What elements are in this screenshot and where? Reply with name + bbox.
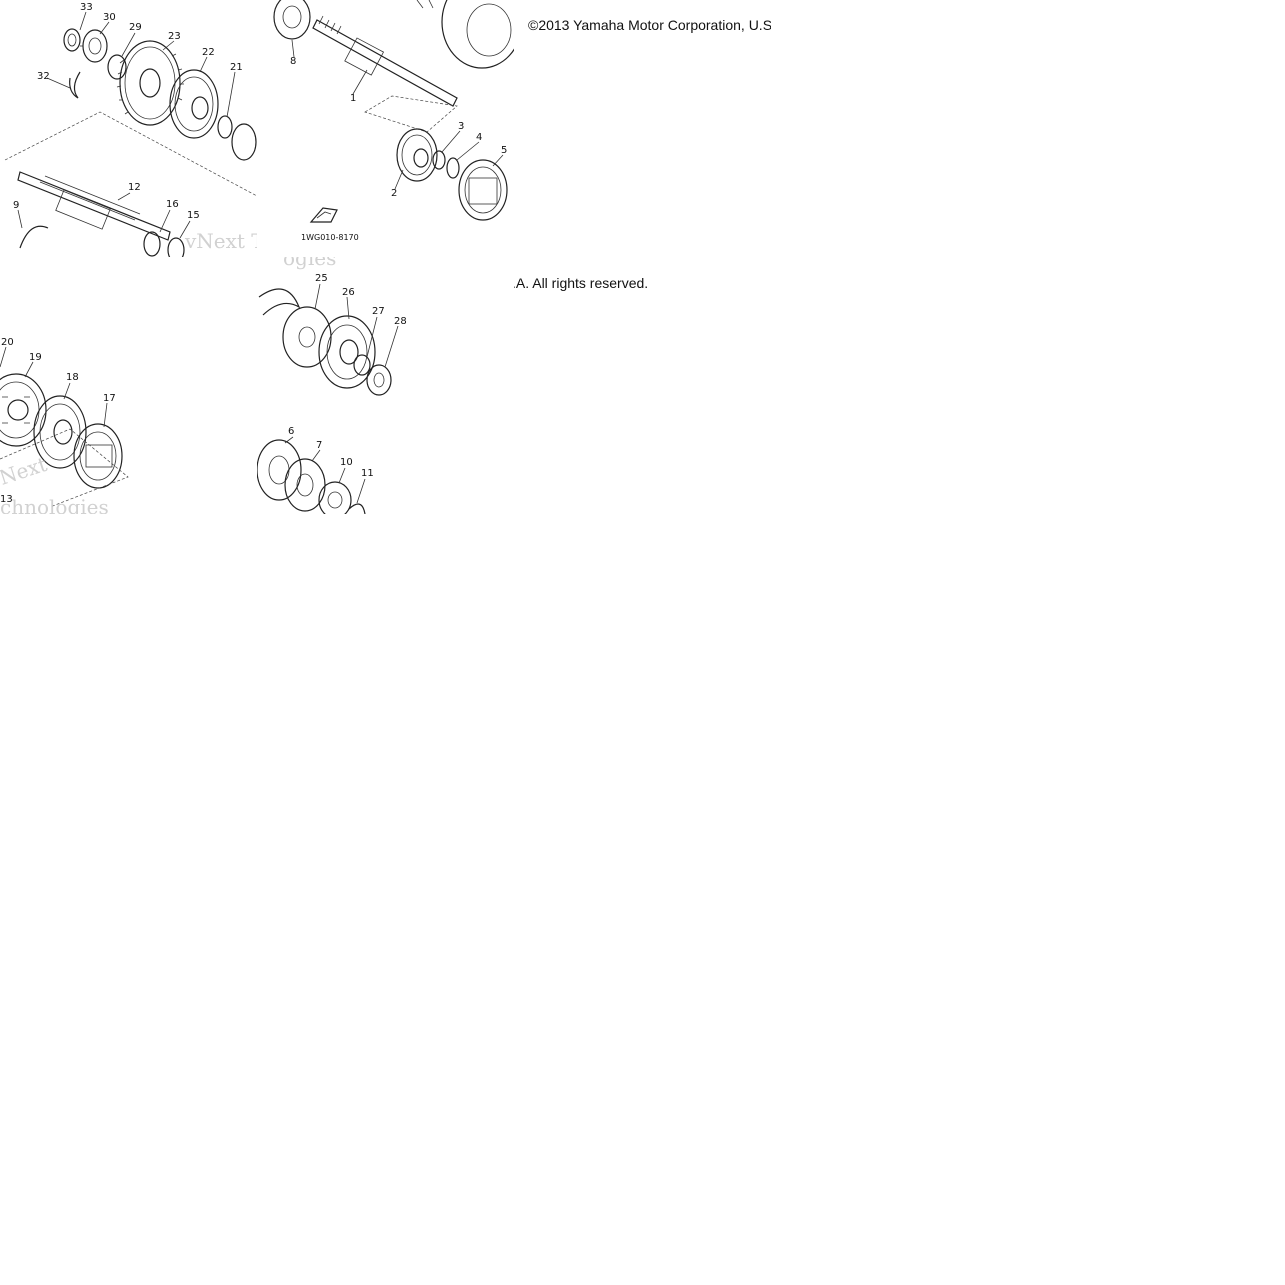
assembly-outline xyxy=(4,111,257,197)
callout-12: 12 xyxy=(128,182,141,193)
callout-30: 30 xyxy=(103,12,116,23)
washer-16 xyxy=(143,231,161,257)
diagram-tile-countershaft-lower: 20 19 18 17 13 Next chnologies xyxy=(0,257,257,514)
callout-9: 9 xyxy=(13,200,19,211)
callout-7: 7 xyxy=(316,440,322,451)
gear-7 xyxy=(284,458,326,512)
shaft-outline xyxy=(364,95,458,133)
bearing-33 xyxy=(63,28,81,52)
callout-4: 4 xyxy=(476,132,482,143)
bearing-10 xyxy=(318,481,352,514)
bearing-30 xyxy=(80,29,108,63)
gear-20-edge xyxy=(231,123,257,161)
gear-23 xyxy=(116,40,184,126)
callout-8: 8 xyxy=(290,56,296,67)
gear-22 xyxy=(169,69,219,139)
callout-33: 33 xyxy=(80,2,93,13)
callout-3: 3 xyxy=(458,121,464,132)
callout-6: 6 xyxy=(288,426,294,437)
callout-29: 29 xyxy=(129,22,142,33)
bearing-28 xyxy=(366,364,392,396)
copyright-line-2: .A. All rights reserved. xyxy=(514,275,649,291)
callout-20: 20 xyxy=(1,337,14,348)
diagram-tile-copyright-1: ©2013 Yamaha Motor Corporation, U.S xyxy=(514,0,771,257)
watermark-text-d: chnologies xyxy=(0,495,109,514)
mainshaft-1 xyxy=(312,15,458,107)
diagram-tile-countershaft-upper: 33 30 29 23 22 21 32 12 9 16 15 vNext Te xyxy=(0,0,257,257)
callout-17: 17 xyxy=(103,393,116,404)
callout-5: 5 xyxy=(501,145,507,156)
callout-32: 32 xyxy=(37,71,50,82)
callout-21: 21 xyxy=(230,62,243,73)
circlip-11 xyxy=(348,503,366,514)
circlip-32 xyxy=(69,71,81,99)
circlip-9 xyxy=(19,225,49,249)
copyright-line-1: ©2013 Yamaha Motor Corporation, U.S xyxy=(528,17,771,33)
washer-25 xyxy=(282,306,332,368)
countershaft-12 xyxy=(17,171,171,241)
callout-10: 10 xyxy=(340,457,353,468)
gear-26 xyxy=(318,315,376,389)
diagram-tile-copyright-2: .A. All rights reserved. xyxy=(514,257,771,514)
gear-6 xyxy=(257,439,302,501)
callout-19: 19 xyxy=(29,352,42,363)
callout-25: 25 xyxy=(315,273,328,284)
callout-18: 18 xyxy=(66,372,79,383)
gear-5 xyxy=(458,159,508,221)
watermark-text-c: Next xyxy=(0,452,50,490)
diagram-tile-mainshaft: 1WG010-8170 8 1 3 4 5 2 xyxy=(257,0,514,257)
callout-11: 11 xyxy=(361,468,374,479)
washer-3 xyxy=(432,150,446,170)
washer-27 xyxy=(353,354,371,376)
circlip-4 xyxy=(446,157,460,179)
gear-18 xyxy=(33,395,87,469)
front-arrow-icon xyxy=(309,207,338,223)
diagram-tile-idler: 25 26 27 28 6 7 10 11 ogies xyxy=(257,257,514,514)
callout-23: 23 xyxy=(168,31,181,42)
callout-22: 22 xyxy=(202,47,215,58)
watermark-text-b: ogies xyxy=(283,257,336,270)
callout-13: 13 xyxy=(0,494,13,505)
callout-28: 28 xyxy=(394,316,407,327)
washer-29 xyxy=(107,54,127,80)
callout-15: 15 xyxy=(187,210,200,221)
bearing-8 xyxy=(273,0,311,40)
gear-cluster-top xyxy=(416,0,514,69)
catalog-code: 1WG010-8170 xyxy=(301,233,359,242)
callout-27: 27 xyxy=(372,306,385,317)
gear-2 xyxy=(396,128,438,182)
washer-21 xyxy=(217,115,233,139)
circlip-24 xyxy=(258,288,301,316)
callout-1: 1 xyxy=(350,93,356,104)
watermark-text-a: vNext Te xyxy=(184,229,257,253)
washer-15 xyxy=(167,237,185,257)
callout-16: 16 xyxy=(166,199,179,210)
gear-17 xyxy=(73,423,123,489)
callout-2: 2 xyxy=(391,188,397,199)
callout-26: 26 xyxy=(342,287,355,298)
